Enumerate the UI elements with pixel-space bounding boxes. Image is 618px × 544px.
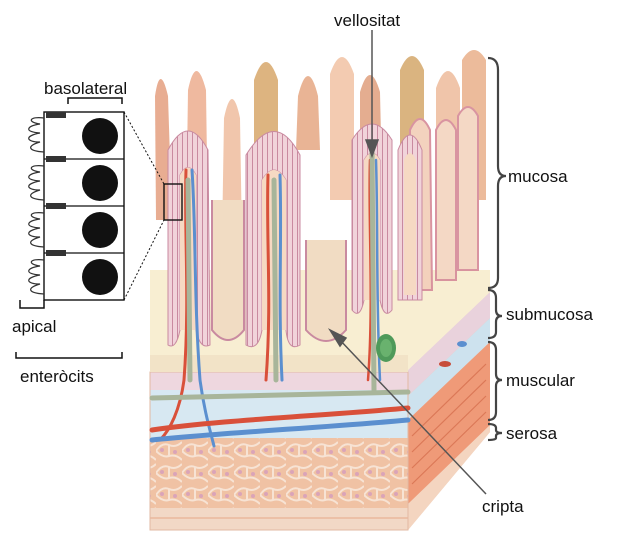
basolateral-label: basolateral bbox=[44, 79, 127, 98]
muscular-label: muscular bbox=[506, 371, 575, 390]
muscular-brace bbox=[488, 342, 502, 420]
enterocytes-bracket bbox=[16, 352, 122, 358]
enterocyte-nucleus bbox=[82, 118, 118, 154]
enterocytes-label: enteròcits bbox=[20, 367, 94, 386]
villus-4 bbox=[398, 135, 422, 300]
mucosa-label: mucosa bbox=[508, 167, 568, 186]
enterocyte-nucleus bbox=[82, 165, 118, 201]
serosa-label: serosa bbox=[506, 424, 558, 443]
villus-label: vellositat bbox=[334, 11, 400, 30]
mucosa-brace bbox=[488, 58, 506, 288]
apical-label: apical bbox=[12, 317, 56, 336]
basolateral-bracket bbox=[68, 98, 122, 104]
apical-bracket bbox=[20, 300, 44, 308]
enterocyte-nucleus bbox=[82, 259, 118, 295]
layer-braces bbox=[488, 58, 506, 440]
enterocyte-nucleus bbox=[82, 212, 118, 248]
submucosa-brace bbox=[488, 290, 502, 338]
crypt-label: cripta bbox=[482, 497, 524, 516]
lymphoid-nodule bbox=[376, 334, 396, 362]
serosa-brace bbox=[488, 424, 502, 440]
submucosa-label: submucosa bbox=[506, 305, 593, 324]
microvilli bbox=[29, 118, 44, 294]
